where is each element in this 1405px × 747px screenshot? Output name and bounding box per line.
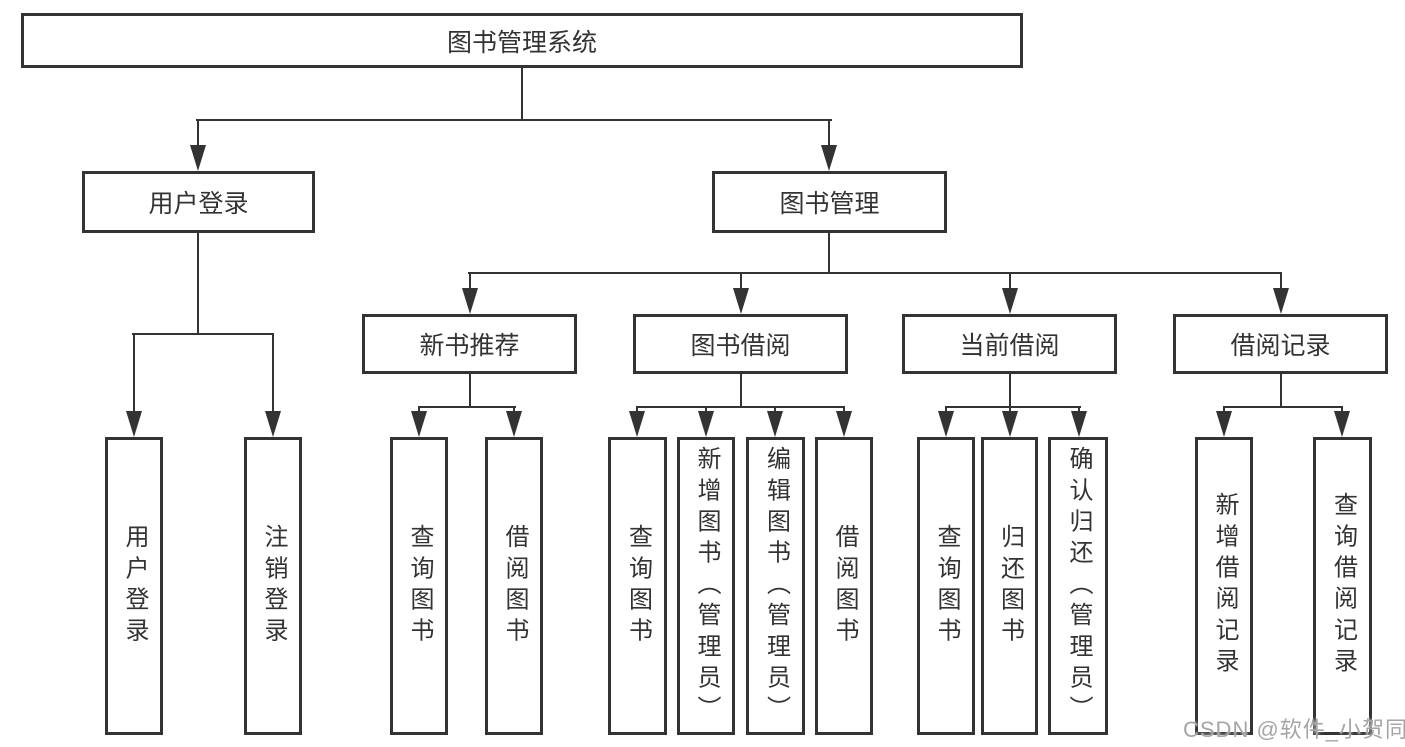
- connector-line: [469, 374, 471, 408]
- connector-line: [740, 272, 742, 290]
- leaf-query-books-borrow: 查询图书: [608, 437, 667, 735]
- leaf-label: 查询图书: [406, 523, 433, 649]
- leaf-query-borrow-record: 查询借阅记录: [1313, 437, 1372, 735]
- leaf-borrow-books-borrow: 借阅图书: [815, 437, 873, 735]
- node-label: 借阅记录: [1230, 332, 1331, 360]
- connector-line: [1223, 406, 1343, 408]
- connector-line: [1009, 272, 1011, 290]
- connector-line: [197, 233, 199, 335]
- connector-line: [468, 272, 1282, 274]
- leaf-user-login: 用户登录: [105, 437, 163, 735]
- connector-arrowhead-down: [265, 411, 281, 437]
- leaf-label: 用户登录: [121, 523, 148, 649]
- connector-arrowhead-down: [190, 145, 206, 171]
- connector-arrowhead-down: [1071, 411, 1087, 437]
- connector-line: [469, 272, 471, 290]
- node-label: 用户登录: [148, 190, 249, 218]
- leaf-query-books-current: 查询图书: [917, 437, 975, 735]
- node-borrowing-records: 借阅记录: [1173, 314, 1388, 374]
- connector-line: [197, 119, 199, 151]
- node-user-login: 用户登录: [82, 171, 315, 233]
- leaf-label: 借阅图书: [831, 523, 858, 649]
- connector-line: [418, 406, 516, 408]
- connector-arrowhead-down: [1002, 288, 1018, 314]
- connector-arrowhead-down: [821, 145, 837, 171]
- node-book-borrowing: 图书借阅: [633, 314, 848, 374]
- connector-line: [1280, 272, 1282, 290]
- leaf-label: 注销登录: [260, 523, 287, 649]
- leaf-label: 编辑图书（管理员）: [762, 445, 790, 727]
- connector-arrowhead-down: [462, 288, 478, 314]
- leaf-query-books-recommend: 查询图书: [390, 437, 448, 735]
- connector-arrowhead-down: [733, 288, 749, 314]
- leaf-label: 新增图书（管理员）: [693, 445, 720, 727]
- leaf-label: 查询图书: [624, 523, 652, 649]
- connector-arrowhead-down: [126, 411, 142, 437]
- leaf-label: 新增借阅记录: [1211, 492, 1238, 680]
- csdn-watermark: CSDN @软件_小贺同学: [1183, 717, 1405, 742]
- leaf-label: 借阅图书: [501, 523, 528, 649]
- connector-line: [196, 119, 832, 121]
- connector-line: [1009, 374, 1011, 408]
- connector-arrowhead-down: [1216, 411, 1232, 437]
- connector-line: [521, 68, 523, 121]
- connector-line: [272, 333, 274, 413]
- connector-arrowhead-down: [506, 411, 522, 437]
- connector-line: [1280, 374, 1282, 408]
- leaf-label: 确认归还（管理员）: [1065, 445, 1092, 727]
- leaf-label: 查询借阅记录: [1329, 492, 1357, 680]
- connector-arrowhead-down: [1273, 288, 1289, 314]
- connector-line: [740, 374, 742, 408]
- node-label: 当前借阅: [959, 332, 1060, 360]
- connector-arrowhead-down: [1334, 411, 1350, 437]
- leaf-return-book: 归还图书: [981, 437, 1038, 735]
- node-label: 图书借阅: [690, 332, 791, 360]
- connector-arrowhead-down: [767, 411, 783, 437]
- connector-line: [828, 233, 830, 274]
- connector-arrowhead-down: [411, 411, 427, 437]
- node-current-borrowing: 当前借阅: [902, 314, 1117, 374]
- leaf-borrow-books-recommend: 借阅图书: [485, 437, 543, 735]
- node-book-management: 图书管理: [712, 171, 947, 233]
- connector-arrowhead-down: [629, 411, 645, 437]
- connector-arrowhead-down: [938, 411, 954, 437]
- connector-line: [828, 119, 830, 151]
- connector-line: [132, 333, 274, 335]
- node-label: 图书管理系统: [446, 28, 597, 57]
- leaf-logout: 注销登录: [244, 437, 302, 735]
- leaf-label: 归还图书: [996, 523, 1024, 649]
- connector-arrowhead-down: [1002, 411, 1018, 437]
- node-library-management-system: 图书管理系统: [21, 13, 1023, 68]
- leaf-edit-book-admin: 编辑图书（管理员）: [746, 437, 805, 735]
- connector-line: [636, 406, 845, 408]
- leaf-label: 查询图书: [933, 523, 960, 649]
- connector-arrowhead-down: [698, 411, 714, 437]
- leaf-add-borrow-record: 新增借阅记录: [1195, 437, 1253, 735]
- leaf-add-book-admin: 新增图书（管理员）: [677, 437, 735, 735]
- connector-line: [133, 333, 135, 413]
- node-label: 新书推荐: [419, 332, 520, 360]
- connector-line: [945, 406, 1081, 408]
- leaf-confirm-return-admin: 确认归还（管理员）: [1048, 437, 1108, 735]
- node-new-book-recommendation: 新书推荐: [362, 314, 577, 374]
- node-label: 图书管理: [779, 190, 880, 218]
- connector-arrowhead-down: [836, 411, 852, 437]
